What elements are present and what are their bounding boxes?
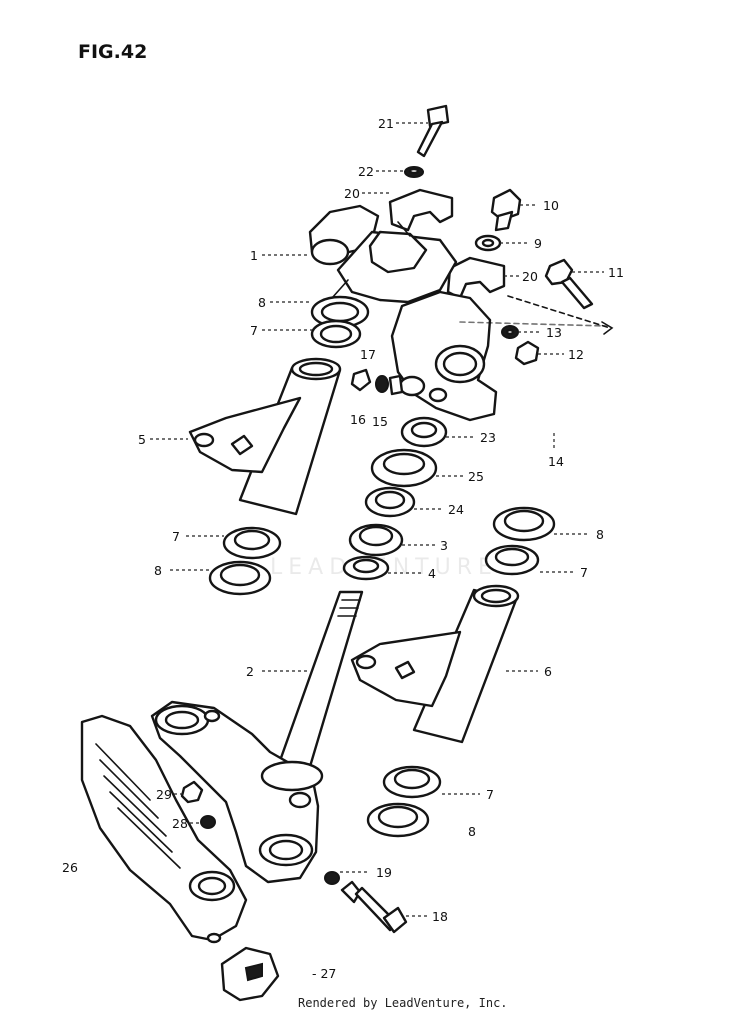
part-21-bolt[interactable] (416, 104, 450, 158)
footer-credit: Rendered by LeadVenture, Inc. (298, 996, 508, 1010)
part-29-nut[interactable] (180, 780, 204, 804)
part-8-seal-lower-right[interactable] (366, 802, 430, 838)
callout-22: 22 (358, 164, 374, 179)
figure-title: FIG.42 (78, 41, 147, 63)
part-7-bearing-left-lower[interactable] (222, 526, 282, 560)
callout-9: 9 (534, 236, 542, 251)
part-13-washer[interactable] (501, 325, 519, 339)
part-7-bearing-right[interactable] (484, 544, 540, 576)
part-1-upper-bracket[interactable] (308, 204, 498, 422)
part-8-seal-right[interactable] (492, 506, 556, 542)
part-15-bolt[interactable] (388, 374, 404, 396)
part-12-nut[interactable] (514, 340, 540, 366)
part-20-lower-cap[interactable] (446, 256, 506, 300)
part-7-bearing-upper-left[interactable] (310, 319, 362, 349)
part-5-left-tube[interactable] (188, 357, 342, 516)
callout-21: 21 (378, 116, 394, 131)
page-number: - 27 (312, 966, 336, 981)
part-7-bearing-lower-right[interactable] (382, 765, 442, 799)
part-9-washer[interactable] (474, 234, 502, 252)
callout-10: 10 (543, 198, 559, 213)
callout-4: 4 (428, 566, 436, 581)
callout-6: 6 (544, 664, 552, 679)
callout-8-right: 8 (596, 527, 604, 542)
callout-11: 11 (608, 265, 624, 280)
callout-8-lower-right: 8 (468, 824, 476, 839)
callout-7-upper-left: 7 (250, 323, 258, 338)
part-20-upper-cap[interactable] (388, 188, 454, 232)
part-10-bolt[interactable] (490, 188, 522, 232)
callout-25: 25 (468, 469, 484, 484)
callout-23: 23 (480, 430, 496, 445)
callout-24: 24 (448, 502, 464, 517)
part-26-cover[interactable] (80, 714, 248, 944)
part-28-washer[interactable] (200, 815, 216, 829)
part-25-bearing[interactable] (370, 448, 438, 488)
part-18-bolt[interactable] (340, 880, 408, 934)
callout-14: 14 (548, 454, 564, 469)
callout-15: 15 (372, 414, 388, 429)
callout-12: 12 (568, 347, 584, 362)
callout-29: 29 (156, 787, 172, 802)
part-17-cap[interactable] (350, 368, 372, 392)
callout-2: 2 (246, 664, 254, 679)
callout-17: 17 (360, 347, 376, 362)
callout-13: 13 (546, 325, 562, 340)
part-19-washer[interactable] (324, 871, 340, 885)
part-4-seal[interactable] (342, 555, 390, 581)
callout-7-right: 7 (580, 565, 588, 580)
callout-19: 19 (376, 865, 392, 880)
callout-3: 3 (440, 538, 448, 553)
reflector-knob[interactable] (220, 946, 280, 1002)
part-24-race[interactable] (364, 486, 416, 518)
callout-7-lower-right: 7 (486, 787, 494, 802)
callout-20-lower: 20 (522, 269, 538, 284)
callout-5: 5 (138, 432, 146, 447)
callout-18: 18 (432, 909, 448, 924)
part-6-right-tube[interactable] (350, 584, 520, 744)
callout-28: 28 (172, 816, 188, 831)
part-3-bearing[interactable] (348, 523, 404, 557)
callout-8-upper-left: 8 (258, 295, 266, 310)
callout-20-upper: 20 (344, 186, 360, 201)
callout-7-left-lower: 7 (172, 529, 180, 544)
callout-16: 16 (350, 412, 366, 427)
part-22-washer[interactable] (404, 166, 424, 178)
part-23-nut[interactable] (400, 416, 448, 448)
callout-8-left-lower: 8 (154, 563, 162, 578)
part-2-steering-stem[interactable] (150, 590, 364, 884)
part-8-seal-left-lower[interactable] (208, 560, 272, 596)
callout-1: 1 (250, 248, 258, 263)
callout-26: 26 (62, 860, 78, 875)
part-11-bolt[interactable] (544, 258, 594, 310)
part-16-washer[interactable] (375, 375, 389, 393)
